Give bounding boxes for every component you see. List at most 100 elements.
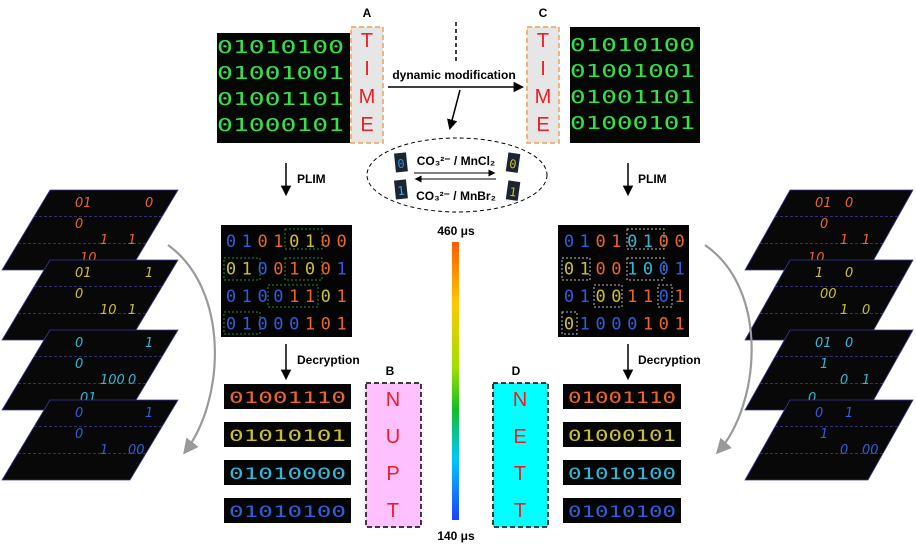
- plim-left-digit-1-6: 0: [321, 260, 331, 280]
- plim-left-digit-1-4: 1: [289, 260, 299, 280]
- decrypted-right-strip-0: 01001110: [568, 388, 676, 407]
- plim-left-digit-1-7: 1: [336, 260, 346, 280]
- stack-right-layer-2-digit-0: 01: [815, 336, 832, 351]
- plim-right-digit-3-5: 1: [643, 315, 653, 335]
- plim-left-digit-2-3: 0: [273, 287, 283, 307]
- stack-right-layer-0-digit-4: 1: [862, 233, 870, 248]
- plim-right-digit-0-6: 0: [659, 232, 669, 252]
- decrypted-left-strip-bg-2: [224, 460, 351, 485]
- time-a-letter-1: I: [364, 58, 370, 80]
- decrypted-left-strip-1: 01010101: [229, 426, 346, 445]
- plim-right-digit-1-7: 1: [674, 260, 684, 280]
- reaction-crystal-1-right: 1: [505, 180, 521, 201]
- stack-right-layer-3: [744, 399, 914, 481]
- stack-left-layer-0-digit-3: 1: [100, 233, 108, 248]
- plim-left-digit-3-7: 1: [336, 315, 346, 335]
- plim-right-digit-0-3: 1: [611, 232, 621, 252]
- stack-left-layer-0-digit-0: 01: [75, 196, 92, 211]
- decrypted-left-strip-0: 01001110: [229, 388, 346, 407]
- svg-text:0: 0: [508, 157, 517, 172]
- decrypted-right-strip-bg-0: [563, 384, 681, 409]
- binary-top-right-row-3: 01000101: [570, 113, 695, 134]
- nett-letter-3: T: [514, 500, 526, 522]
- stack-right-layer-2-digit-2: 1: [820, 357, 828, 372]
- plim-right-digit-2-2: 0: [595, 287, 605, 307]
- stack-left-layer-1-digit-1: 1: [145, 266, 153, 281]
- plim-right-digit-3-3: 0: [611, 315, 621, 335]
- stack-right-layer-3-digit-0: 0: [815, 406, 823, 421]
- plim-left-digit-2-4: 1: [289, 287, 299, 307]
- stack-left-layer-3-digit-2: 0: [75, 427, 83, 442]
- plim-left-digit-3-4: 0: [289, 315, 299, 335]
- stack-left-layer-0-digit-4: 1: [128, 233, 136, 248]
- decrypted-left-strip-3: 01010100: [229, 502, 346, 521]
- stack-right-layer-0-digit-0: 01: [815, 196, 832, 211]
- stack-left-layer-1-digit-2: 0: [75, 287, 83, 302]
- stack-left-layer-1-digit-4: 1: [128, 303, 136, 318]
- plim-right-digit-0-0: 0: [564, 232, 574, 252]
- plim-right-digit-1-5: 0: [643, 260, 653, 280]
- time-a-letter-3: E: [360, 114, 373, 136]
- stack-right-layer-1-digit-3: 1: [840, 303, 848, 318]
- plim-right-digit-2-3: 0: [611, 287, 621, 307]
- plim-right-digit-1-4: 1: [627, 260, 637, 280]
- plim-left-digit-0-1: 1: [242, 232, 252, 252]
- stack-right-layer-3-digit-2: 1: [820, 427, 828, 442]
- plim-right-digit-0-2: 0: [595, 232, 605, 252]
- stack-left-layer-0-digit-2: 0: [75, 217, 83, 232]
- plim-left-digit-2-5: 1: [305, 287, 315, 307]
- reaction-crystal-0-left: 0: [393, 152, 408, 173]
- nupt-letter-1: U: [386, 426, 400, 448]
- stack-right-layer-1-digit-4: 0: [862, 303, 870, 318]
- plim-left-digit-3-6: 0: [321, 315, 331, 335]
- stack-right-layer-1-digit-1: 0: [845, 266, 853, 281]
- nupt-letter-2: P: [386, 463, 399, 485]
- decryption-label-left: Decryption: [297, 353, 360, 367]
- plim-left-digit-1-5: 0: [305, 260, 315, 280]
- time-c-letter-3: E: [536, 114, 549, 136]
- lifetime-scale-bar: 460 μs 140 μs: [437, 224, 475, 543]
- time-c-letter-2: M: [535, 86, 552, 108]
- plim-left-digit-3-3: 0: [273, 315, 283, 335]
- stack-left-layer-2-digit-3: 100: [100, 373, 125, 388]
- plim-right-digit-2-6: 0: [659, 287, 669, 307]
- plim-right-digit-1-6: 0: [659, 260, 669, 280]
- plim-right-digit-0-1: 1: [580, 232, 590, 252]
- plim-left-digit-2-2: 0: [257, 287, 267, 307]
- dynamic-modification-label: dynamic modification: [392, 68, 515, 82]
- plim-left-digit-0-4: 0: [289, 232, 299, 252]
- stack-right-layer-2-digit-5: 0: [808, 391, 816, 406]
- stack-right-layer-3-digit-4: 00: [862, 443, 879, 458]
- stack-right-layer-2-digit-4: 1: [862, 373, 870, 388]
- plim-left-digit-3-1: 1: [242, 315, 252, 335]
- plim-right-digit-2-0: 0: [564, 287, 574, 307]
- decrypted-left-strip-bg-3: [224, 498, 351, 523]
- reaction-ellipse: 0 1 0 1 CO₃²⁻ / MnCl₂ CO₃²⁻ / MnBr₂: [366, 137, 548, 213]
- decrypted-right-strip-3: 01010100: [568, 502, 676, 521]
- decrypted-right-strip-bg-1: [563, 422, 681, 447]
- plim-right-digit-0-5: 1: [643, 232, 653, 252]
- time-c-letter-1: I: [540, 58, 546, 80]
- stack-right-layer-2-digit-1: 0: [845, 336, 853, 351]
- nett-letter-2: T: [514, 463, 526, 485]
- plim-right-digit-2-7: 1: [674, 287, 684, 307]
- plim-right-digit-0-7: 0: [674, 232, 684, 252]
- stack-left-layer-2-digit-2: 0: [75, 357, 83, 372]
- decrypted-right-strip-bg-3: [563, 498, 681, 523]
- stack-left-layer-3-digit-3: 1: [100, 443, 108, 458]
- plim-label-left: PLIM: [297, 172, 326, 186]
- binary-top-right-row-1: 01001001: [570, 61, 695, 82]
- panel-label-a: A: [363, 6, 372, 20]
- stack-left-layer-2-digit-4: 0: [128, 373, 136, 388]
- plim-left-digit-0-3: 1: [273, 232, 283, 252]
- stack-left-layer-3-digit-4: 00: [128, 443, 145, 458]
- plim-label-right: PLIM: [638, 172, 667, 186]
- decrypted-left-strip-bg-1: [224, 422, 351, 447]
- plim-right-digit-3-2: 0: [595, 315, 605, 335]
- stack-right-layer-3-digit-3: 0: [840, 443, 848, 458]
